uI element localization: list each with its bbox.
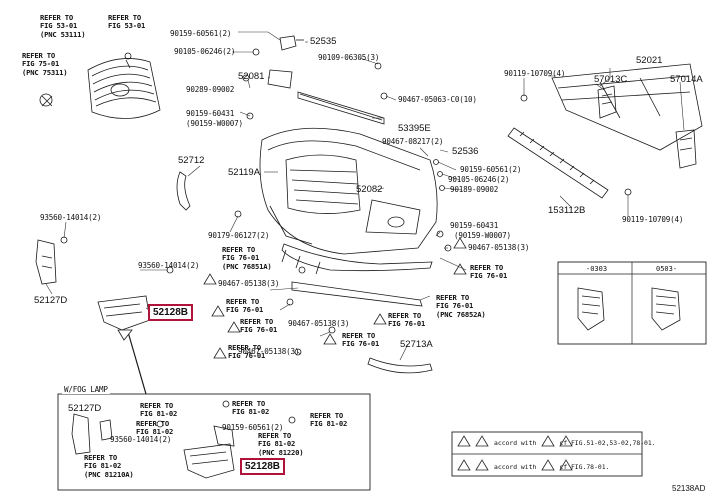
ref-fig-76-01-d: REFER TO FIG 76-01	[388, 311, 426, 329]
fastener-90467-05138-b: 90467-05138(3)	[218, 279, 280, 288]
bracket-52127d-drawing	[35, 239, 57, 285]
part-52021: 52021	[636, 55, 663, 66]
fastener-93560-14014-b: 93560-14014(2)	[138, 261, 200, 270]
ref-fig-76-01-a: REFER TO FIG 76-01	[226, 297, 264, 315]
part-52535: 52535	[310, 36, 337, 47]
fastener-90119-10709-b: 90119-10709(4)	[622, 215, 684, 224]
ref-fig-81-02-b: REFER TO FIG 81-02	[140, 401, 178, 419]
ref-fig-76-01-c: REFER TO FIG 76-01	[228, 343, 266, 361]
upper-bar-drawing	[297, 91, 385, 125]
ref-fig-53-01-pnc53111: REFER TO FIG 53-01 (PNC 53111)	[40, 13, 86, 39]
part-52119a: 52119A	[228, 167, 261, 178]
ref-fig-81-02-c: REFER TO FIG 81-02	[310, 411, 348, 429]
absorber-153112b-drawing	[507, 127, 609, 199]
bracket-57013c-drawing	[597, 85, 617, 119]
fastener-90179-06127: 90179-06127(2)	[208, 231, 270, 240]
ref-fig-76-01-right: REFER TO FIG 76-01	[470, 263, 508, 281]
fastener-90159-w0007-b: (90159-W0007)	[454, 231, 511, 240]
inset-bracket-drawing	[71, 413, 91, 455]
fog-lamp-inset-frame	[57, 393, 371, 491]
fastener-90105-06246-b: 90105-06246(2)	[448, 175, 510, 184]
note-2: accord with cf FIG.78-01.	[494, 463, 610, 471]
fastener-90189-09002: 90189-09002	[450, 185, 499, 194]
highlighted-part-52128b[interactable]: 52128B	[148, 304, 194, 321]
part-52712: 52712	[178, 155, 205, 166]
fastener-90467-05138-d: 90467-05138(3)	[238, 347, 300, 356]
variant-col-1: -0303	[586, 265, 608, 273]
fastener-90105-06246: 90105-06246(2)	[174, 47, 236, 56]
retainer-52712-drawing	[176, 171, 191, 211]
fastener-90467-08217: 90467-08217(2)	[382, 137, 444, 146]
fastener-90159-60431-a: 90159-60431	[186, 109, 235, 118]
inset-title: W/FOG LAMP	[62, 385, 110, 394]
bracket-52081-drawing	[267, 69, 293, 89]
bracket-57014a-drawing	[675, 129, 697, 169]
part-52081: 52081	[238, 71, 265, 82]
bracket-52535-drawing	[279, 35, 304, 51]
fastener-90467-05138-a: 90467-05138(3)	[468, 243, 530, 252]
lower-bracket-drawing	[281, 243, 433, 272]
lower-bar-drawing	[291, 281, 423, 307]
part-57014a: 57014A	[670, 74, 703, 85]
inset-cover-drawing	[183, 443, 235, 479]
fastener-90467-05138-c: 90467-05138(3)	[288, 319, 350, 328]
note-1: accord with cf FIG.51-02,53-02,78-01.	[494, 439, 656, 447]
diagram-id-code: 52138AD	[672, 484, 706, 493]
cover-52128b-drawing	[97, 295, 151, 331]
fastener-90289-09002: 90289-09002	[186, 85, 235, 94]
part-53395e: 53395E	[398, 123, 431, 134]
fastener-90159-w0007-a: (90159-W0007)	[186, 119, 243, 128]
fastener-93560-14014-a: 93560-14014(2)	[40, 213, 102, 222]
clip-drawing	[39, 93, 53, 107]
part-153112b: 153112B	[548, 205, 586, 216]
part-57013c: 57013C	[594, 74, 628, 85]
fastener-90119-10709-a: 90119-10709(4)	[504, 69, 566, 78]
moulding-52713a-drawing	[367, 357, 433, 374]
reinforcement-52021-drawing	[551, 63, 703, 151]
part-52536: 52536	[452, 146, 479, 157]
fastener-93560-14014-c: 93560-14014(2)	[110, 435, 172, 444]
ref-fig-76-01-b: REFER TO FIG 76-01	[240, 317, 278, 335]
ref-fig-76-01-pnc76852a: REFER TO FIG 76-01 (PNC 76852A)	[436, 293, 486, 319]
bumper-cover-drawing	[259, 127, 438, 255]
ref-fig-76-01-e: REFER TO FIG 76-01	[342, 331, 380, 349]
fastener-90159-60561-c: 90159-60561(2)	[222, 423, 284, 432]
fastener-90159-60561: 90159-60561(2)	[170, 29, 232, 38]
variant-col-2: 0503-	[656, 265, 678, 273]
ref-fig-81-02-a: REFER TO FIG 81-02	[232, 399, 270, 417]
ref-fig-81-02-d: REFER TO FIG 81-02	[136, 419, 174, 437]
part-52127d-inset: 52127D	[68, 403, 102, 414]
fastener-90467-05063: 90467-05063-C0(10)	[398, 95, 477, 104]
ref-fig-81-02-pnc81210a: REFER TO FIG 81-02 (PNC 81210A)	[84, 453, 134, 479]
ref-fig-81-02-pnc81220: REFER TO FIG 81-02 (PNC 81220)	[258, 431, 304, 457]
ref-fig-75-01: REFER TO FIG 75-01 (PNC 75311)	[22, 51, 68, 77]
triangle-markers	[203, 237, 573, 471]
highlighted-part-52128b-inset[interactable]: 52128B	[240, 458, 286, 475]
fastener-90159-60431-b: 90159-60431	[450, 221, 499, 230]
part-52082: 52082	[356, 184, 383, 195]
fastener-90159-60561-b: 90159-60561(2)	[460, 165, 522, 174]
fastener-90109-06305: 90109-06305(3)	[318, 53, 380, 62]
ref-fig-53-01: REFER TO FIG 53-01	[108, 13, 146, 31]
ref-fig-76-01-pnc76851a: REFER TO FIG 76-01 (PNC 76851A)	[222, 245, 272, 271]
radiator-grille-drawing	[87, 52, 161, 119]
part-52127d: 52127D	[34, 295, 68, 306]
part-52713a: 52713A	[400, 339, 433, 350]
